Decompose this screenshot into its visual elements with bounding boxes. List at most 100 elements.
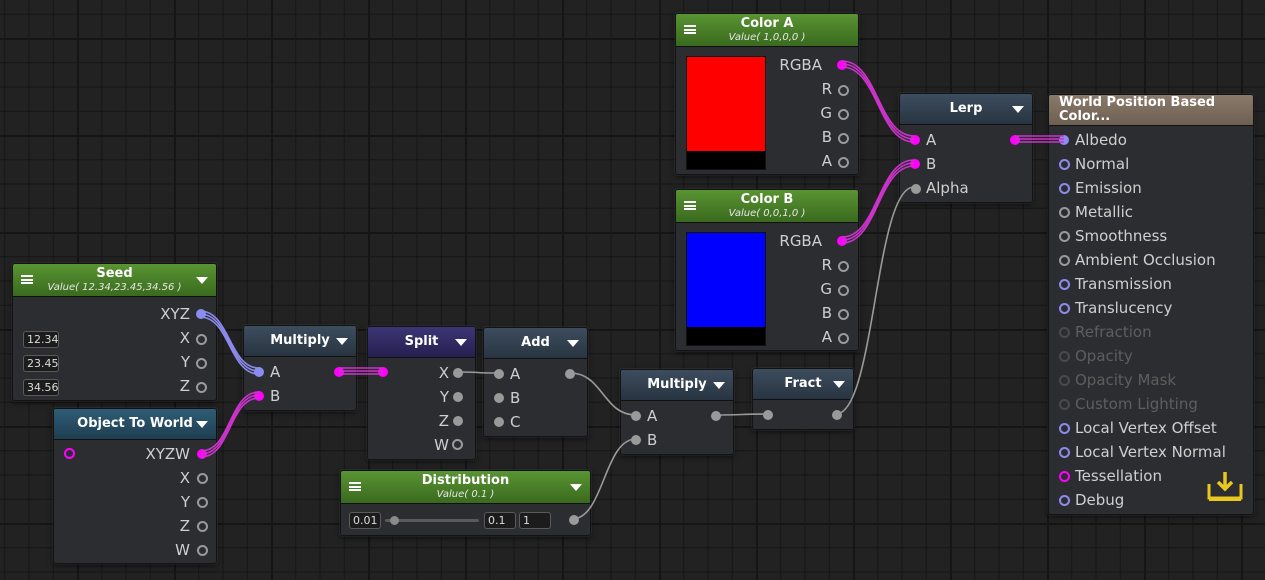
port-x-dot[interactable] xyxy=(453,368,463,378)
port-z-out[interactable]: Z xyxy=(179,377,190,395)
master-input-transmission[interactable]: Transmission xyxy=(1075,275,1172,293)
port-xyzw-out[interactable]: XYZW xyxy=(145,445,190,463)
master-input-custom-lighting[interactable]: Custom Lighting xyxy=(1075,395,1198,413)
master-input-ambient-occlusion[interactable]: Ambient Occlusion xyxy=(1075,251,1216,269)
port-z-out[interactable]: Z xyxy=(438,412,449,430)
master-port-dot[interactable] xyxy=(1059,158,1070,170)
port-b-dot[interactable] xyxy=(631,435,641,445)
menu-icon[interactable] xyxy=(684,201,696,210)
port-w-dot[interactable] xyxy=(197,545,208,556)
port-r-out[interactable]: R xyxy=(821,256,832,274)
port-r-out[interactable]: R xyxy=(821,80,832,98)
port-w-out[interactable]: W xyxy=(175,541,190,559)
node-color-a-header[interactable]: Color A Value( 1,0,0,0 ) xyxy=(676,14,858,47)
master-port-dot[interactable] xyxy=(1059,350,1070,362)
port-out-dot[interactable] xyxy=(711,411,721,421)
node-multiply-1[interactable]: Multiply A B xyxy=(243,325,357,411)
master-port-dot[interactable] xyxy=(1059,494,1070,506)
master-input-translucency[interactable]: Translucency xyxy=(1075,299,1173,317)
port-xyzw-dot[interactable] xyxy=(197,449,207,459)
color-swatch-blue[interactable] xyxy=(686,232,766,346)
seed-z-field[interactable]: 34.56 xyxy=(23,379,59,396)
dropdown-icon[interactable] xyxy=(713,382,725,389)
master-input-metallic[interactable]: Metallic xyxy=(1075,203,1133,221)
port-xyz-out[interactable]: XYZ xyxy=(160,305,190,323)
port-g-dot[interactable] xyxy=(838,109,849,120)
port-rgba-out[interactable]: RGBA xyxy=(779,232,822,250)
node-multiply-2[interactable]: Multiply A B xyxy=(620,369,734,455)
master-input-refraction[interactable]: Refraction xyxy=(1075,323,1152,341)
dropdown-icon[interactable] xyxy=(196,421,208,428)
master-port-dot[interactable] xyxy=(1059,135,1069,145)
port-b-dot[interactable] xyxy=(838,133,849,144)
port-c-in[interactable]: C xyxy=(510,413,521,431)
port-g-out[interactable]: G xyxy=(820,104,832,122)
port-a-in[interactable]: A xyxy=(647,407,658,425)
port-b-in[interactable]: B xyxy=(647,431,658,449)
master-port-dot[interactable] xyxy=(1059,470,1070,482)
port-a-dot[interactable] xyxy=(838,157,849,168)
master-input-tessellation[interactable]: Tessellation xyxy=(1075,467,1162,485)
port-y-out[interactable]: Y xyxy=(180,493,190,511)
port-y-dot[interactable] xyxy=(197,497,208,508)
node-fract-header[interactable]: Fract xyxy=(753,369,853,400)
port-b-dot[interactable] xyxy=(254,391,264,401)
master-input-local-vertex-normal[interactable]: Local Vertex Normal xyxy=(1075,443,1226,461)
dropdown-icon[interactable] xyxy=(336,338,348,345)
menu-icon[interactable] xyxy=(684,25,696,34)
dropdown-icon[interactable] xyxy=(567,340,579,347)
port-a-dot[interactable] xyxy=(494,369,504,379)
port-a-dot[interactable] xyxy=(254,367,264,377)
node-distribution-header[interactable]: Distribution Value( 0.1 ) xyxy=(341,471,590,504)
value-slider[interactable] xyxy=(385,519,479,522)
seed-y-field[interactable]: 23.45 xyxy=(23,355,59,372)
color-swatch-red[interactable] xyxy=(686,56,766,170)
port-b-out[interactable]: B xyxy=(821,128,832,146)
node-lerp[interactable]: Lerp A B Alpha xyxy=(899,93,1033,203)
master-input-debug[interactable]: Debug xyxy=(1075,491,1125,509)
slider-handle[interactable] xyxy=(389,516,399,525)
node-seed[interactable]: Seed Value( 12.34,23.45,34.56 ) XYZ 12.3… xyxy=(12,263,217,401)
node-master-header[interactable]: World Position Based Color... xyxy=(1049,95,1253,126)
port-y-dot[interactable] xyxy=(196,358,207,369)
port-in-dot[interactable] xyxy=(763,410,773,420)
master-input-albedo[interactable]: Albedo xyxy=(1075,131,1127,149)
port-x-out[interactable]: X xyxy=(438,364,449,382)
port-y-out[interactable]: Y xyxy=(439,388,449,406)
master-port-dot[interactable] xyxy=(1059,230,1070,242)
seed-x-field[interactable]: 12.34 xyxy=(23,331,59,348)
port-rgba-dot[interactable] xyxy=(837,60,847,70)
slider-value-field[interactable]: 0.1 xyxy=(484,512,516,529)
master-port-dot[interactable] xyxy=(1059,446,1070,458)
port-z-dot[interactable] xyxy=(197,521,208,532)
port-out-dot[interactable] xyxy=(1010,135,1020,145)
port-b-dot[interactable] xyxy=(838,309,849,320)
slider-max-field[interactable]: 1 xyxy=(519,512,551,529)
port-g-dot[interactable] xyxy=(838,285,849,296)
port-alpha-in[interactable]: Alpha xyxy=(926,179,969,197)
node-add[interactable]: Add A B C xyxy=(483,327,588,437)
node-lerp-header[interactable]: Lerp xyxy=(900,94,1032,125)
port-a-in[interactable]: A xyxy=(270,363,281,381)
menu-icon[interactable] xyxy=(349,482,361,491)
port-r-dot[interactable] xyxy=(838,85,849,96)
node-multiply-header[interactable]: Multiply xyxy=(621,370,733,401)
port-b-out[interactable]: B xyxy=(821,304,832,322)
master-input-local-vertex-offset[interactable]: Local Vertex Offset xyxy=(1075,419,1217,437)
port-a-out[interactable]: A xyxy=(821,328,832,346)
master-input-normal[interactable]: Normal xyxy=(1075,155,1130,173)
port-z-dot[interactable] xyxy=(453,416,463,426)
node-color-b[interactable]: Color B Value( 0,0,1,0 ) RGBA R G B A xyxy=(675,189,859,351)
port-c-dot[interactable] xyxy=(494,417,504,427)
port-out-dot[interactable] xyxy=(334,367,344,377)
node-add-header[interactable]: Add xyxy=(484,328,587,359)
port-rgba-dot[interactable] xyxy=(837,236,847,246)
port-r-dot[interactable] xyxy=(838,261,849,272)
node-split[interactable]: Split X Y Z W xyxy=(367,326,476,460)
node-fract[interactable]: Fract xyxy=(752,368,854,430)
port-xyz-dot[interactable] xyxy=(196,309,206,319)
port-out-dot[interactable] xyxy=(832,410,842,420)
node-multiply-header[interactable]: Multiply xyxy=(244,326,356,357)
node-seed-header[interactable]: Seed Value( 12.34,23.45,34.56 ) xyxy=(13,264,216,297)
port-a-dot[interactable] xyxy=(631,411,641,421)
